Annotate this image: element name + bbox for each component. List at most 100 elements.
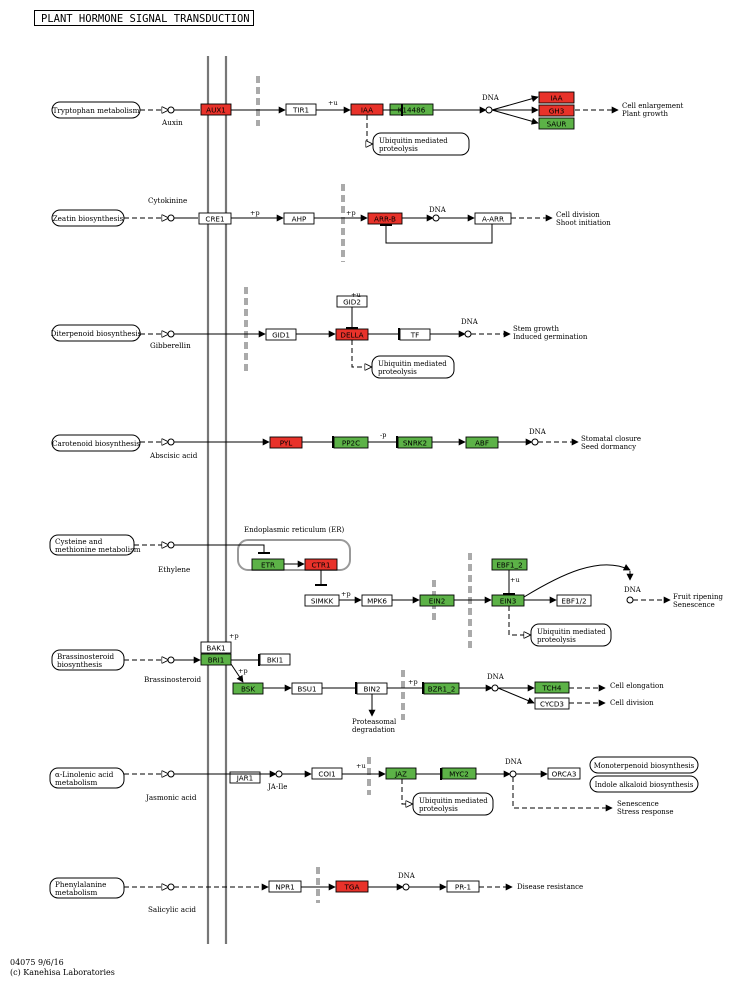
gene-tch4[interactable]: TCH4 [534, 681, 570, 694]
gene-coi1[interactable]: COI1 [311, 767, 343, 780]
gene-box [556, 594, 592, 607]
gene-mpk6[interactable]: MPK6 [361, 594, 393, 607]
gene-abf[interactable]: ABF [465, 436, 499, 449]
annotation-box [412, 792, 494, 816]
gene-pp2c[interactable]: PP2C [333, 436, 369, 449]
gene-label: SAUR [547, 120, 567, 129]
output-ja_out: Stress response [617, 808, 674, 816]
pathway-trp[interactable]: Tryptophan metabolism [51, 101, 141, 119]
gene-orca3[interactable]: ORCA3 [547, 767, 581, 780]
gene-gid1[interactable]: GID1 [265, 328, 297, 341]
output-br_out1: Cell elongation [610, 682, 664, 690]
gene-myc2[interactable]: MYC2 [441, 767, 477, 780]
gene-label: BAK1 [206, 644, 225, 653]
gene-jar1[interactable]: JAR1 [229, 771, 261, 784]
gene-aux1[interactable]: AUX1 [200, 103, 232, 116]
output-eth_out: Senescence [673, 601, 715, 609]
gene-label: NPR1 [275, 883, 294, 892]
hormone-label: Cytokinine [148, 196, 187, 205]
gene-jaz[interactable]: JAZ [385, 767, 417, 780]
gene-box [538, 117, 575, 130]
phosphorylation-label: +p [341, 590, 351, 598]
gene-gh3[interactable]: GH3 [538, 104, 575, 117]
gene-saur[interactable]: SAUR [538, 117, 575, 130]
gene-bki1[interactable]: BKI1 [259, 653, 291, 666]
gene-label: EBF1_2 [496, 561, 522, 570]
gene-pyl[interactable]: PYL [269, 436, 303, 449]
gene-iaa1[interactable]: IAA [350, 103, 384, 116]
gene-label: SIMKK [311, 597, 334, 606]
gene-label: MPK6 [367, 597, 387, 606]
gene-label: BSK [241, 685, 255, 694]
gene-bin2[interactable]: BIN2 [356, 682, 388, 695]
gene-label: GID1 [272, 331, 290, 340]
gene-della[interactable]: DELLA [335, 328, 369, 341]
dna-label: DNA [398, 872, 416, 880]
gene-tir1[interactable]: TIR1 [285, 103, 317, 116]
gene-iaa2[interactable]: IAA [538, 91, 575, 104]
pathway-label: Diterpenoid biosynthesis [51, 329, 142, 338]
phosphorylation-label: +p [238, 667, 248, 675]
gene-box [200, 641, 232, 654]
compound-node [464, 330, 472, 338]
gene-bak1[interactable]: BAK1 [200, 641, 232, 654]
gene-label: A-ARR [482, 215, 504, 224]
dna-label: DNA [624, 586, 642, 594]
gene-label: AUX1 [206, 106, 226, 115]
edge [508, 606, 530, 635]
gene-cycd3[interactable]: CYCD3 [534, 697, 570, 710]
gene-bsu1[interactable]: BSU1 [291, 682, 323, 695]
gene-label: MYC2 [449, 770, 469, 779]
gene-ebf12a[interactable]: EBF1_2 [491, 558, 528, 571]
edge [512, 777, 613, 812]
gene-tga[interactable]: TGA [335, 880, 369, 893]
gene-arrb[interactable]: ARR-B [367, 212, 403, 225]
output-aba_out: Stomatal closure [581, 435, 641, 443]
gene-label: ETR [261, 561, 275, 570]
gene-label: EIN2 [429, 597, 446, 606]
gene-etr[interactable]: ETR [251, 558, 285, 571]
ubiquitination-label: +u [351, 291, 361, 299]
gene-ctr1[interactable]: CTR1 [304, 558, 338, 571]
gene-bsk[interactable]: BSK [232, 682, 264, 695]
gene-label: ORCA3 [552, 770, 577, 779]
gene-simkk[interactable]: SIMKK [304, 594, 340, 607]
gene-ahp[interactable]: AHP [283, 212, 315, 225]
phosphorylation-label: +p [408, 678, 418, 686]
gene-ebf12b[interactable]: EBF1/2 [556, 594, 592, 607]
output-br_out2: Cell division [610, 699, 654, 707]
gene-bri1[interactable]: BRI1 [200, 653, 232, 666]
edge [523, 564, 631, 598]
compound-node [167, 438, 175, 446]
output-gib_out: Induced germination [513, 333, 588, 341]
pathway-label: biosynthesis [57, 660, 102, 669]
gene-cre1[interactable]: CRE1 [198, 212, 232, 225]
pathway-label: metabolism [55, 778, 97, 787]
compound-node [167, 883, 175, 891]
pathway-zea[interactable]: Zeatin biosynthesis [51, 209, 125, 227]
output-ja_out: Senescence [617, 800, 659, 808]
gene-label: PR-1 [455, 883, 471, 892]
gene-bzr12[interactable]: BZR1_2 [423, 682, 460, 695]
pathway-box [49, 767, 125, 789]
output-auxin_out: Plant growth [622, 110, 669, 118]
gene-label: CRE1 [205, 215, 224, 224]
gene-ein2[interactable]: EIN2 [419, 594, 455, 607]
hormone-label: Auxin [161, 118, 183, 127]
gene-aarr[interactable]: A-ARR [474, 212, 512, 225]
gene-tf[interactable]: TF [399, 328, 431, 341]
pathway-dit[interactable]: Diterpenoid biosynthesis [51, 324, 142, 342]
compound-node [275, 770, 283, 778]
gene-snrk2[interactable]: SNRK2 [397, 436, 433, 449]
gene-pr1[interactable]: PR-1 [446, 880, 480, 893]
gene-label: EBF1/2 [561, 597, 586, 606]
gene-ein3[interactable]: EIN3 [491, 594, 525, 607]
gene-box [259, 653, 291, 666]
pathway-car[interactable]: Carotenoid biosynthesis [51, 434, 141, 452]
gene-npr1[interactable]: NPR1 [268, 880, 302, 893]
dna-label: DNA [505, 758, 523, 766]
